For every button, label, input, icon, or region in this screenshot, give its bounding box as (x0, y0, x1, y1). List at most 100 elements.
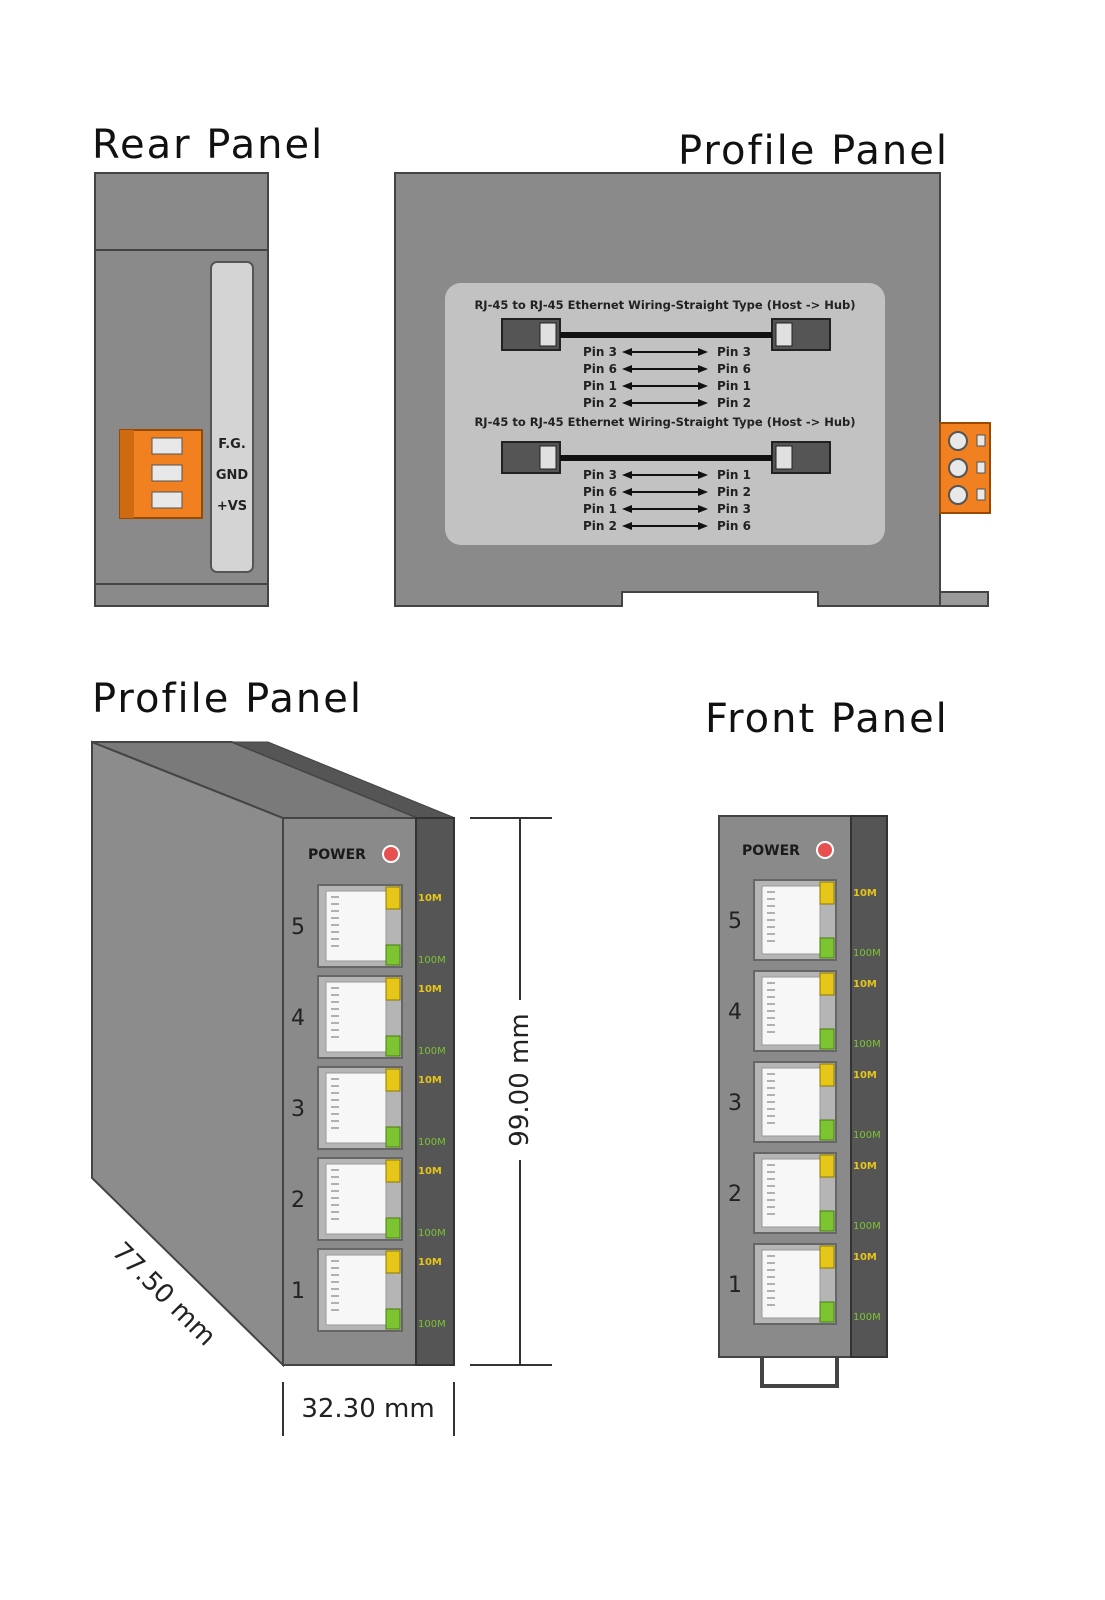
cable-straight (501, 318, 831, 351)
rj45-port: 5 10M 100M (728, 879, 881, 961)
arrow-left-icon (622, 522, 632, 530)
led-label-100m: 100M (418, 1319, 446, 1330)
arrow-left-icon (622, 365, 632, 373)
link-led-100m (819, 1210, 835, 1232)
arrow-right-icon (698, 382, 708, 390)
front-power-label: POWER (742, 843, 800, 859)
link-led-100m (385, 1126, 401, 1148)
dimension-width: 32.30 mm (282, 1382, 455, 1436)
led-label-10m: 10M (418, 1075, 442, 1086)
port-socket (325, 1254, 387, 1326)
arrow-right-icon (698, 522, 708, 530)
link-led-10m (819, 881, 835, 905)
pin-row: Pin 2 Pin 6 (583, 519, 751, 533)
led-label-10m: 10M (418, 1166, 442, 1177)
arrow-left-icon (622, 471, 632, 479)
link-led-10m (385, 1159, 401, 1183)
link-led-10m (819, 1245, 835, 1269)
pin-row: Pin 1 Pin 3 (583, 502, 751, 516)
front-side-strip (850, 815, 888, 1358)
port-number: 5 (291, 915, 305, 940)
link-led-100m (385, 944, 401, 966)
pin-right-label: Pin 1 (717, 468, 751, 482)
arrow-right-icon (698, 471, 708, 479)
pin-right-label: Pin 6 (717, 519, 751, 533)
arrow-left-icon (622, 399, 632, 407)
led-label-100m: 100M (853, 1039, 881, 1050)
led-label-10m: 10M (853, 1070, 877, 1081)
port-number: 4 (291, 1006, 305, 1031)
rj45-port: 4 10M 100M (291, 975, 446, 1059)
arrow-left-icon (622, 348, 632, 356)
device-front-side-strip (415, 817, 455, 1366)
port-socket (325, 1163, 387, 1235)
link-led-10m (385, 1250, 401, 1274)
link-led-100m (819, 937, 835, 959)
led-label-10m: 10M (853, 1161, 877, 1172)
dimension-width-label: 32.30 mm (301, 1394, 434, 1424)
arrow-right-icon (698, 365, 708, 373)
rear-label-vs: +VS (217, 499, 247, 514)
profile-panel-top: RJ-45 to RJ-45 Ethernet Wiring-Straight … (394, 172, 991, 607)
led-label-10m: 10M (853, 888, 877, 899)
wiring-title-cross: RJ-45 to RJ-45 Ethernet Wiring-Straight … (474, 415, 855, 429)
front-panel: POWER 510M100M410M100M310M100M210M100M11… (718, 815, 888, 1388)
link-led-100m (385, 1308, 401, 1330)
link-led-100m (385, 1217, 401, 1239)
side-terminal-block (939, 422, 991, 514)
led-label-100m: 100M (418, 1137, 446, 1148)
pin-right-label: Pin 6 (717, 362, 751, 376)
pin-right-label: Pin 3 (717, 345, 751, 359)
arrow-right-icon (698, 348, 708, 356)
port-socket (325, 1072, 387, 1144)
arrow-left-icon (622, 382, 632, 390)
pin-left-label: Pin 1 (583, 502, 617, 516)
profile-panel-title-top: Profile Panel (678, 128, 949, 174)
din-rail-clip (939, 591, 989, 607)
profile-panel-3d: POWER 510M100M410M100M310M100M210M100M11… (91, 740, 456, 1368)
profile-panel-title-bottom: Profile Panel (92, 676, 363, 722)
link-led-10m (819, 972, 835, 996)
power-label: POWER (308, 847, 366, 863)
pin-left-label: Pin 6 (583, 485, 617, 499)
led-label-100m: 100M (418, 1046, 446, 1057)
pin-right-label: Pin 3 (717, 502, 751, 516)
link-led-100m (819, 1301, 835, 1323)
arrow-right-icon (698, 488, 708, 496)
pin-left-label: Pin 1 (583, 379, 617, 393)
arrow-left-icon (622, 505, 632, 513)
link-led-100m (819, 1028, 835, 1050)
led-label-100m: 100M (853, 1221, 881, 1232)
link-led-10m (819, 1154, 835, 1178)
pin-right-label: Pin 2 (717, 396, 751, 410)
rear-panel: F.G. GND +VS (94, 172, 269, 607)
link-led-10m (385, 1068, 401, 1092)
port-number: 3 (728, 1091, 742, 1116)
rear-label-strip (210, 261, 254, 573)
link-led-100m (819, 1119, 835, 1141)
led-label-100m: 100M (853, 948, 881, 959)
pin-right-label: Pin 1 (717, 379, 751, 393)
rear-terminal-block (119, 429, 203, 519)
power-led (382, 845, 400, 863)
led-label-10m: 10M (418, 984, 442, 995)
led-label-10m: 10M (853, 1252, 877, 1263)
pin-left-label: Pin 6 (583, 362, 617, 376)
dimension-height-label: 99.00 mm (505, 1013, 535, 1146)
pin-left-label: Pin 2 (583, 519, 617, 533)
port-number: 5 (728, 909, 742, 934)
port-number: 1 (291, 1279, 305, 1304)
wiring-title-straight: RJ-45 to RJ-45 Ethernet Wiring-Straight … (474, 298, 855, 312)
